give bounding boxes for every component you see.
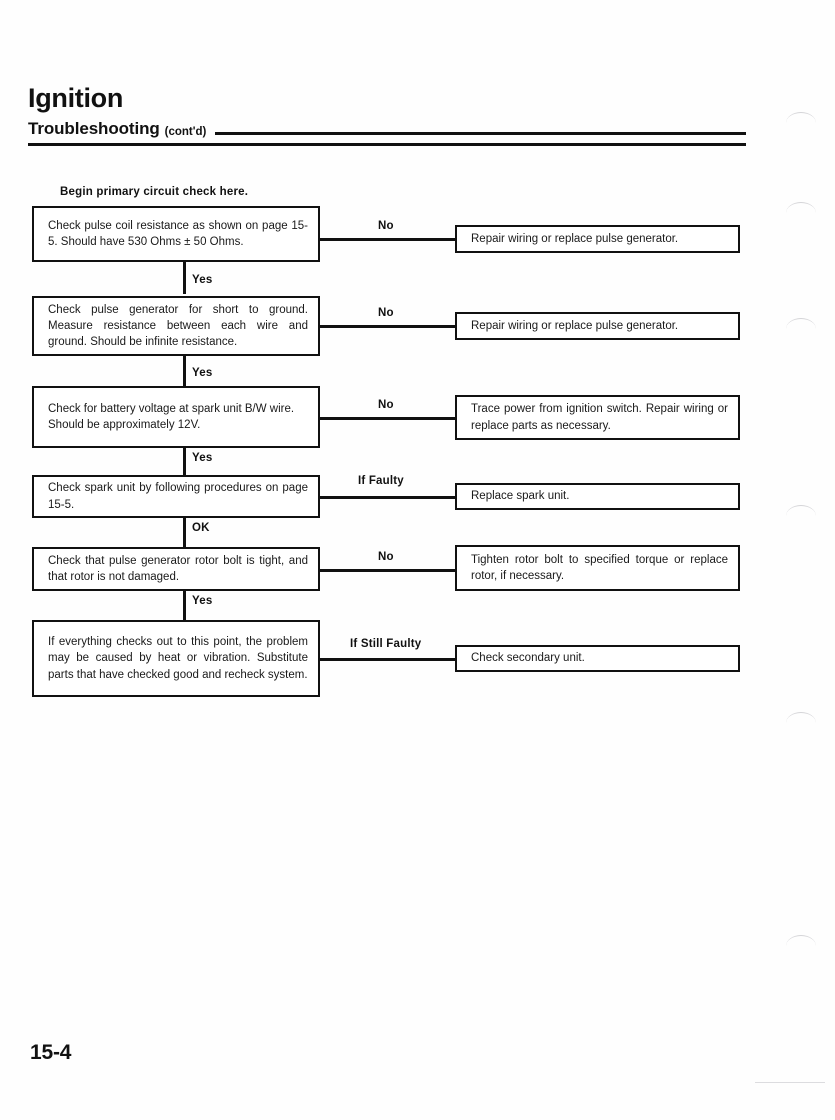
flow-step-text: Check for battery voltage at spark unit … (48, 402, 295, 431)
flow-connector-horizontal (318, 238, 457, 241)
flow-connector-horizontal (318, 658, 457, 661)
flow-connector-vertical (183, 354, 186, 386)
flow-connector-horizontal (318, 569, 457, 572)
flow-branch-label: Yes (192, 367, 213, 379)
flow-step-text: Check spark unit by following procedures… (48, 482, 308, 511)
flow-branch-label: Yes (192, 274, 213, 286)
flow-branch-label: No (378, 307, 394, 319)
begin-check-note: Begin primary circuit check here. (60, 186, 249, 198)
flow-step-text: Check that pulse generator rotor bolt is… (48, 554, 308, 583)
section-title-row: Troubleshooting (cont'd) (28, 119, 746, 139)
flow-branch-label: No (378, 551, 394, 563)
flow-result-text: Trace power from ignition switch. Repair… (471, 403, 728, 432)
page-header: Ignition Troubleshooting (cont'd) (28, 84, 768, 139)
flow-connector-vertical (183, 589, 186, 621)
flow-connector-horizontal (318, 325, 457, 328)
flow-result-text: Repair wiring or replace pulse generator… (471, 319, 679, 332)
flow-step-box: Check for battery voltage at spark unit … (32, 386, 320, 448)
flow-result-box: Check secondary unit. (455, 645, 740, 672)
flow-branch-label: If Faulty (358, 475, 404, 487)
flow-step-box: Check spark unit by following procedures… (32, 475, 320, 518)
flow-result-text: Tighten rotor bolt to specified torque o… (471, 553, 728, 582)
page-number: 15-4 (30, 1041, 72, 1064)
flow-result-text: Replace spark unit. (471, 490, 570, 503)
flow-result-box: Tighten rotor bolt to specified torque o… (455, 545, 740, 591)
flow-result-box: Trace power from ignition switch. Repair… (455, 395, 740, 440)
flow-step-text: Check pulse generator for short to groun… (48, 303, 308, 349)
flow-connector-horizontal (318, 417, 457, 420)
flow-step-text: If everything checks out to this point, … (48, 636, 308, 681)
header-underline (28, 143, 746, 146)
section-title: Troubleshooting (28, 119, 160, 139)
page-title: Ignition (28, 83, 124, 113)
flow-branch-label: No (378, 399, 394, 411)
flow-step-box: Check pulse coil resistance as shown on … (32, 206, 320, 262)
flow-connector-horizontal (318, 496, 457, 499)
flow-branch-label: No (378, 220, 394, 232)
flow-result-text: Repair wiring or replace pulse generator… (471, 232, 679, 245)
flow-connector-vertical (183, 260, 186, 294)
flow-step-box: If everything checks out to this point, … (32, 620, 320, 697)
flow-step-text: Check pulse coil resistance as shown on … (48, 219, 308, 248)
flow-result-box: Repair wiring or replace pulse generator… (455, 312, 740, 340)
flow-result-text: Check secondary unit. (471, 652, 585, 665)
section-continued-label: (cont'd) (164, 126, 207, 139)
flow-step-box: Check pulse generator for short to groun… (32, 296, 320, 356)
flow-branch-label: Yes (192, 595, 213, 607)
flow-branch-label: If Still Faulty (350, 638, 422, 650)
flow-result-box: Replace spark unit. (455, 483, 740, 510)
flow-result-box: Repair wiring or replace pulse generator… (455, 225, 740, 253)
flow-step-box: Check that pulse generator rotor bolt is… (32, 547, 320, 591)
flow-branch-label: Yes (192, 452, 213, 464)
flow-connector-vertical (183, 446, 186, 477)
flow-branch-label: OK (192, 522, 210, 534)
flow-connector-vertical (183, 516, 186, 548)
header-rule (215, 132, 746, 136)
